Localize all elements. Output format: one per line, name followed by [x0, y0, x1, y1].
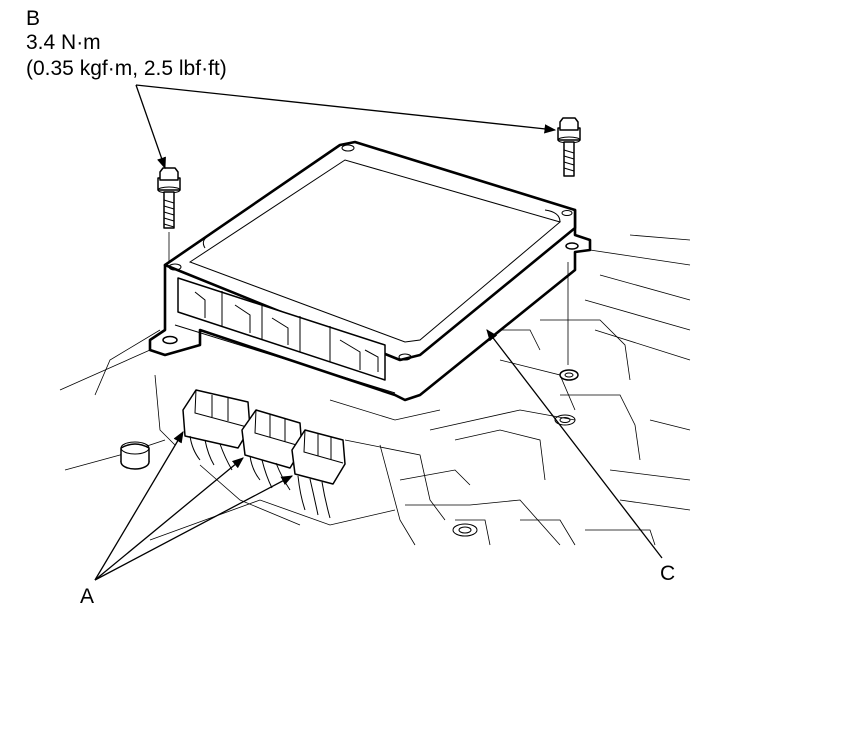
torque-spec: 3.4 N·m: [26, 31, 101, 54]
callout-c-label: C: [660, 562, 676, 585]
mounting-stud-right: [559, 262, 579, 381]
callout-b-label: B: [26, 7, 41, 30]
callout-a-leaders: [94, 430, 294, 581]
callout-c-leader: [486, 329, 663, 559]
connector-icon: [182, 389, 251, 471]
callout-b-leaders: [135, 84, 557, 170]
callout-a-label: A: [80, 585, 95, 608]
connector-icon: [291, 429, 346, 519]
bolt-icon: [557, 117, 581, 177]
ecm-unit-icon: [148, 140, 592, 402]
torque-spec-alt-units: (0.35 kgf·m, 2.5 lbf·ft): [26, 57, 227, 80]
bolt-icon: [157, 167, 181, 262]
